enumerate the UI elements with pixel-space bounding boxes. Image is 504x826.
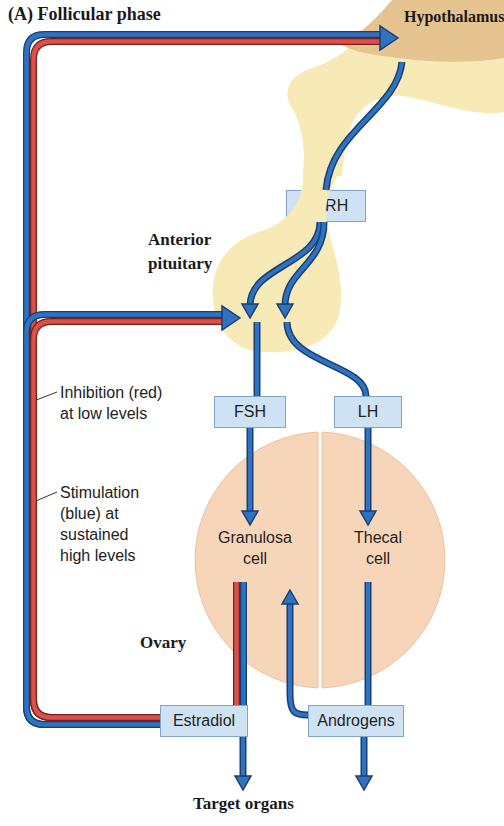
inhibition-line xyxy=(234,582,239,705)
connector xyxy=(282,590,308,715)
connector xyxy=(326,62,402,190)
hypothalamus-node: Hypothalamus xyxy=(398,0,504,62)
connector-line xyxy=(248,428,252,513)
connector-outline xyxy=(247,428,254,513)
diagram-title: (A) Follicular phase xyxy=(8,3,161,25)
inhibition-line xyxy=(34,322,225,718)
connector-line xyxy=(366,428,370,513)
hormone-box: FSH xyxy=(214,396,286,428)
leader-line xyxy=(31,392,57,402)
node-outline-path xyxy=(322,432,445,688)
box-label: LH xyxy=(358,403,378,421)
arrow-head xyxy=(282,590,298,604)
inhibition-line xyxy=(34,42,383,718)
leader-line xyxy=(31,492,57,503)
connector-line xyxy=(287,322,366,396)
box-label: Estradiol xyxy=(173,712,235,730)
connector xyxy=(242,428,258,525)
connector-outline xyxy=(287,322,366,396)
stimulation-outline xyxy=(240,582,247,705)
arrow-head xyxy=(235,776,251,790)
connector xyxy=(242,222,320,318)
connector-outline xyxy=(290,602,308,715)
node-outline-path xyxy=(213,170,342,352)
arrow-head xyxy=(242,511,258,525)
connector xyxy=(277,222,324,318)
connector-line xyxy=(285,222,324,306)
node-label: Thecal cell xyxy=(348,527,408,569)
connector-outline xyxy=(250,222,320,306)
annotation-label: Stimulation (blue) at sustained high lev… xyxy=(60,482,160,566)
connector-outline xyxy=(365,428,372,513)
annotation-label: Inhibition (red) at low levels xyxy=(60,382,170,424)
connector-outline xyxy=(285,222,324,306)
hypothalamus-region xyxy=(340,0,504,62)
connector-outline xyxy=(240,737,247,778)
box-label: Androgens xyxy=(317,712,394,730)
connector-outline xyxy=(254,322,261,396)
stimulation-outline xyxy=(27,315,225,725)
node-label: Granulosa cell xyxy=(212,527,298,569)
connector-line xyxy=(290,602,308,715)
thecal-cell: Thecal cell xyxy=(322,432,448,688)
node-outline xyxy=(205,170,345,355)
node-label: Target organs xyxy=(193,793,294,815)
box-label: FSH xyxy=(234,403,266,421)
connector-line xyxy=(241,737,245,778)
connector-line xyxy=(255,322,259,396)
pituitary-gland: Anterior pituitary xyxy=(205,170,345,355)
node-label: Hypothalamus xyxy=(404,6,504,28)
connector xyxy=(257,322,258,396)
connector-outline xyxy=(361,737,368,778)
inhibition-outline xyxy=(34,322,225,718)
connector-outline xyxy=(365,582,372,705)
target-organs-node: Target organs xyxy=(185,790,380,820)
arrow-head xyxy=(356,776,372,790)
stimulation-line xyxy=(27,35,383,725)
arrow-head xyxy=(360,511,376,525)
connector-line xyxy=(250,222,320,306)
inhibition-outline xyxy=(233,582,240,705)
stimulation-line xyxy=(241,582,246,705)
connector-line xyxy=(366,582,370,705)
connector xyxy=(287,322,366,396)
connector xyxy=(360,428,376,525)
hormone-box: Androgens xyxy=(308,705,404,737)
hormone-box: Estradiol xyxy=(160,705,248,737)
node-label: Ovary xyxy=(140,632,186,654)
connector xyxy=(356,737,372,790)
connector xyxy=(368,582,369,705)
connector-line xyxy=(326,62,402,190)
stimulation-line xyxy=(27,315,225,725)
connector-line xyxy=(362,737,366,778)
connector xyxy=(27,306,241,725)
arrow-head xyxy=(277,304,293,318)
node-outline-path xyxy=(195,432,318,688)
connector xyxy=(235,737,251,790)
arrow-head xyxy=(380,26,398,50)
connector-outline xyxy=(326,62,402,190)
connector xyxy=(27,26,399,725)
node-label: Anterior pituitary xyxy=(148,228,223,276)
inhibition-outline xyxy=(34,42,383,718)
hormone-box: LH xyxy=(334,396,402,428)
arrow-head xyxy=(222,306,240,330)
connector xyxy=(237,582,244,705)
brain-illustration xyxy=(287,0,504,176)
stimulation-outline xyxy=(27,35,383,725)
granulosa-cell: Granulosa cell xyxy=(192,432,318,688)
arrow-head xyxy=(242,304,258,318)
ovary-node: OvaryGranulosa cellThecal cell xyxy=(192,432,448,688)
